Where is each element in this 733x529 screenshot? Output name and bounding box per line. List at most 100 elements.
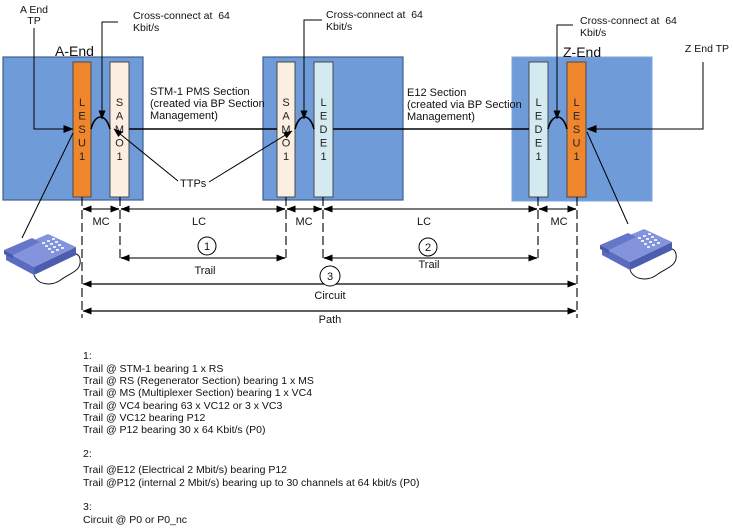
cross-connect-label-middle-line2: Kbit/s [326,21,352,33]
card-label-letter: A [116,111,124,123]
card-label-letter: E [535,138,542,150]
card-label-letter: E [78,111,85,123]
card-label-letter: 1 [573,151,579,163]
card-label-letter: M [115,124,124,136]
note-3-line: Circuit @ P0 or P0_nc [83,514,187,526]
card-label-letter: L [79,97,85,109]
card-label-letter: M [281,124,290,136]
note-2-heading: 2: [83,448,92,460]
cross-connect-label-z-line1: Cross-connect at 64 [580,15,677,27]
card-label-letter: E [320,138,327,150]
card-label-letter: U [573,138,581,150]
trail-1-label: Trail [195,265,216,277]
stm1-section-line1: STM-1 PMS Section [150,86,250,98]
stm1-section-label: STM-1 PMS Section (created via BP Sectio… [150,86,265,122]
e12-section-line3: Management) [407,111,475,123]
card-label-letter: S [78,124,85,136]
card-label-letter: D [535,124,543,136]
a-end-tp-arrow [33,28,74,133]
cross-connect-label-a-line1: Cross-connect at 64 [133,10,230,22]
card-label-letter: 1 [320,151,326,163]
node-a-end-label: A-End [55,43,94,59]
card-label-letter: L [535,97,541,109]
path-label: Path [319,314,342,326]
card-label-letter: D [320,124,328,136]
card-label-letter: 1 [116,151,122,163]
note-1-line: Trail @ P12 bearing 30 x 64 Kbit/s (P0) [83,424,265,436]
note-2-line: Trail @E12 (Electrical 2 Mbit/s) bearing… [83,464,287,476]
card-label-letter: E [573,111,580,123]
phone-link-z [586,131,629,225]
note-1-line: Trail @ RS (Regenerator Section) bearing… [83,375,314,387]
circuit: 3 Circuit [82,265,577,302]
cross-connect-callout-middle: Cross-connect at 64 Kbit/s [300,9,423,120]
ttp-pointer-middle [208,130,293,183]
segment-label-mc-middle: MC [295,216,312,228]
card-label-letter: O [115,138,124,150]
e12-section-label: E12 Section (created via BP Section Mana… [407,87,522,123]
card-label-letter: 1 [79,151,85,163]
card-label-letter: U [78,138,86,150]
note-1-line: Trail @ MS (Multiplexer Section) bearing… [83,387,312,399]
z-end-tp: Z End TP [586,43,729,133]
cross-connect-arrow-a [98,21,118,120]
a-end-tp: A End TP [20,4,74,133]
segment-row: MC LC MC LC MC [82,205,577,228]
telephone-z-icon [599,228,677,280]
trail-2-label: Trail [419,259,440,271]
card-label-letter: L [320,97,326,109]
segment-label-mc-z: MC [550,216,567,228]
note-1-line: Trail @ STM-1 bearing 1 x RS [83,363,223,375]
card-label-letter: O [282,138,291,150]
stm1-section-line2: (created via BP Section [150,98,265,110]
trail-2-badge [418,237,438,257]
cross-connect-label-middle-line1: Cross-connect at 64 [326,9,423,21]
card-label-letter: L [573,97,579,109]
trail-1-number: 1 [204,241,210,253]
cross-connect-callout-a: Cross-connect at 64 Kbit/s [98,10,230,120]
path: Path [82,307,577,326]
note-1-heading: 1: [83,350,92,362]
circuit-number: 3 [327,271,333,283]
segment-label-lc-2: LC [417,216,431,228]
cross-connect-label-a-line2: Kbit/s [133,22,159,34]
card-label-letter: S [116,97,123,109]
card-label-letter: E [535,111,542,123]
card-label-letter: S [573,124,580,136]
dimension-guides [81,197,578,318]
card-label-letter: E [320,111,327,123]
telephone-a-icon [3,233,81,285]
note-3-heading: 3: [83,501,92,513]
note-1-line: Trail @ VC4 bearing 63 x VC12 or 3 x VC3 [83,400,283,412]
circuit-badge [319,265,341,287]
stm1-section-line3: Management) [150,110,218,122]
z-end-tp-label: Z End TP [685,43,729,55]
circuit-label: Circuit [314,290,345,302]
trail-2-number: 2 [425,242,431,254]
e12-section-line2: (created via BP Section [407,99,522,111]
e12-section-line1: E12 Section [407,87,466,99]
ttps-callout: TTPs [113,128,293,190]
ttp-pointer-a [113,128,179,182]
note-1-line: Trail @ VC12 bearing P12 [83,412,205,424]
a-end-tp-label-line2: TP [27,15,40,27]
notes: 1: Trail @ STM-1 bearing 1 x RS Trail @ … [83,350,420,526]
card-label-letter: S [282,97,289,109]
node-z-end-label: Z-End [563,44,601,60]
card-label-letter: A [282,111,290,123]
segment-label-mc-a: MC [92,216,109,228]
card-label-letter: 1 [535,151,541,163]
ttps-label: TTPs [180,178,207,190]
trail-1-badge [197,236,217,256]
a-end-tp-label-line1: A End [20,4,48,16]
cross-connect-label-z-line2: Kbit/s [580,27,606,39]
